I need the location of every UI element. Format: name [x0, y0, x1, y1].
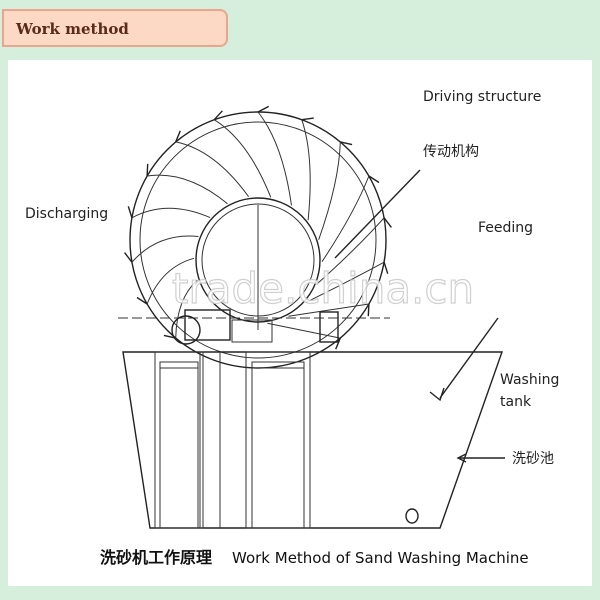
driving-structure-leader	[334, 169, 421, 259]
section-title: Work method	[16, 20, 129, 38]
wheel	[118, 105, 392, 369]
bucket-blade	[213, 119, 272, 198]
bucket-tooth	[368, 175, 380, 184]
bucket-tooth	[383, 261, 389, 274]
bucket-tooth	[335, 337, 341, 350]
drain-outlet	[405, 508, 419, 524]
bucket-blade	[318, 141, 341, 240]
bucket-blade	[147, 174, 228, 205]
bucket-blade	[131, 235, 199, 263]
bucket-tooth	[136, 296, 148, 305]
feeding-label: Feeding	[478, 220, 533, 236]
washing-tank-cn-label: 洗砂池	[512, 451, 554, 467]
bucket-tooth	[213, 110, 223, 121]
feeding-arrow	[439, 317, 499, 399]
bucket-blade	[175, 141, 250, 197]
driving-structure-cn-label: 传动机构	[423, 144, 479, 160]
bucket-tooth	[124, 252, 133, 263]
bucket-blade	[131, 207, 211, 219]
washing-tank-label-line1: Washing	[500, 372, 559, 388]
bucket-blade	[321, 175, 370, 262]
bucket-blade	[267, 322, 341, 339]
watermark: trade.china.cn	[172, 264, 474, 313]
drive-gearbox	[184, 309, 231, 341]
caption-cn: 洗砂机工作原理	[100, 548, 212, 567]
caption-en: Work Method of Sand Washing Machine	[232, 549, 529, 567]
washing-tank-label-line2: tank	[500, 394, 532, 410]
wheel-buckets	[124, 105, 392, 350]
bucket-tooth	[340, 141, 353, 146]
bucket-blade	[301, 119, 311, 221]
bucket-tooth	[367, 303, 370, 317]
bucket-blade	[257, 111, 292, 206]
bucket-blade	[175, 279, 198, 339]
bucket-tooth	[383, 217, 392, 228]
bucket-blade	[146, 257, 195, 305]
bucket-blade	[317, 217, 385, 284]
bucket-tooth	[175, 130, 181, 143]
bucket-tooth	[301, 117, 314, 121]
section-title-tab: Work method	[2, 9, 228, 47]
driving-structure-label: Driving structure	[423, 89, 541, 105]
bucket-tooth	[257, 105, 270, 113]
discharging-label: Discharging	[25, 206, 108, 222]
bucket-tooth	[127, 206, 133, 219]
bucket-blade	[288, 303, 369, 317]
bucket-blade	[305, 261, 385, 303]
bucket-tooth	[146, 163, 149, 177]
washing-tank	[122, 351, 503, 529]
